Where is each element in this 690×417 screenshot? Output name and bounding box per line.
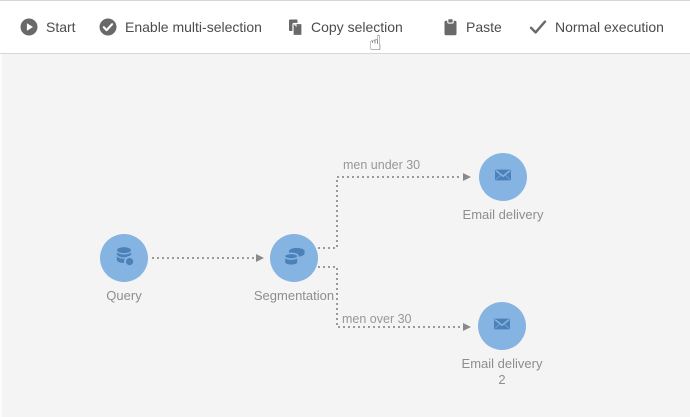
start-label: Start	[46, 19, 76, 35]
toolbar: Start Enable multi-selection Copy select…	[0, 0, 690, 54]
copy-selection-button[interactable]: Copy selection	[288, 1, 403, 53]
database-icon	[110, 242, 138, 275]
copy-selection-label: Copy selection	[311, 19, 403, 35]
segmentation-activity[interactable]	[270, 234, 318, 282]
play-circle-icon	[20, 18, 38, 36]
check-circle-icon	[99, 18, 117, 36]
connector-lines	[152, 173, 471, 331]
start-button[interactable]: Start	[20, 1, 76, 53]
node-label-line2: 2	[498, 372, 506, 387]
copy-icon	[288, 19, 303, 36]
normal-execution-label: Normal execution	[555, 19, 664, 35]
edge-label-men-over-30: men over 30	[342, 312, 412, 326]
check-icon	[529, 19, 547, 35]
node-query: Query	[64, 234, 184, 304]
envelope-icon	[488, 310, 516, 343]
envelope-icon	[489, 161, 517, 194]
enable-multi-selection-label: Enable multi-selection	[125, 19, 262, 35]
node-email-delivery-2: Email delivery 2	[442, 302, 562, 388]
node-label-query: Query	[106, 288, 142, 303]
query-activity[interactable]	[100, 234, 148, 282]
node-label-email-delivery: Email delivery	[462, 207, 544, 222]
paste-label: Paste	[466, 19, 502, 35]
paste-button[interactable]: Paste	[443, 1, 502, 53]
node-label-email-delivery-2: Email delivery 2	[442, 356, 562, 388]
edge-label-men-under-30: men under 30	[343, 158, 421, 172]
segments-icon	[280, 242, 308, 275]
email-delivery-activity[interactable]	[479, 153, 527, 201]
normal-execution-button[interactable]: Normal execution	[529, 1, 664, 53]
node-email-delivery: Email delivery	[443, 153, 563, 223]
enable-multi-selection-button[interactable]: Enable multi-selection	[99, 1, 262, 53]
paste-icon	[443, 18, 458, 36]
node-label-segmentation: Segmentation	[253, 288, 335, 303]
node-segmentation: Segmentation	[234, 234, 354, 304]
node-label-line1: Email delivery	[461, 356, 543, 371]
workflow-canvas[interactable]: men under 30 men over 30 Query	[0, 54, 690, 417]
email-delivery-2-activity[interactable]	[478, 302, 526, 350]
